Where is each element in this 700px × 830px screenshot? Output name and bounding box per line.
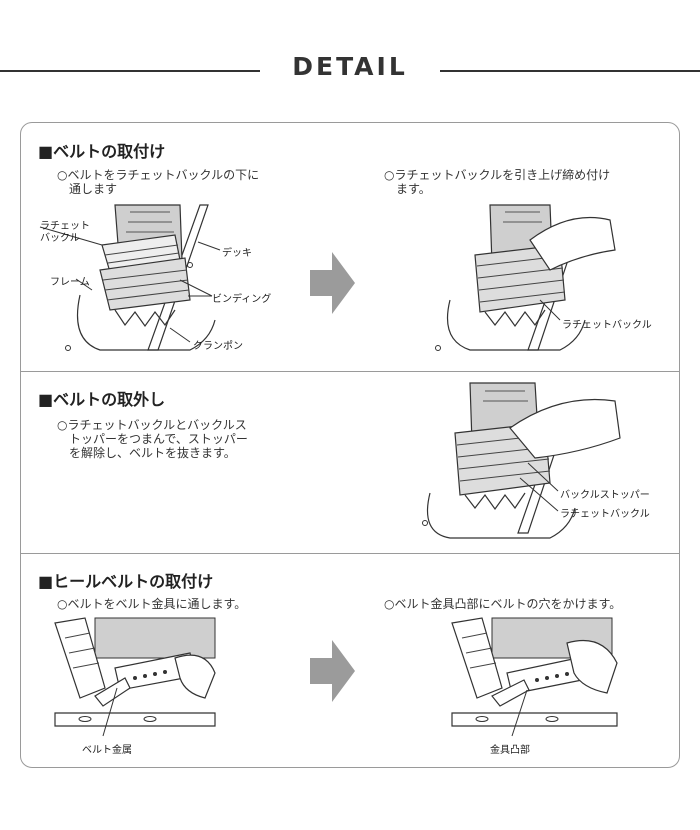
label-belt-metal: ベルト金属: [82, 745, 132, 756]
label-ratchet-buckle: ラチェット: [40, 221, 90, 232]
label-ratchet-buckle: ラチェットバックル: [562, 320, 652, 331]
binding-illustration-remove: [422, 382, 621, 539]
label-crampon: クランポン: [193, 341, 243, 352]
heel-belt-illustration-insert: [54, 617, 216, 737]
section-title-belt-attach: ■ベルトの取付け: [38, 142, 166, 161]
section-title-belt-remove: ■ベルトの取外し: [38, 390, 166, 409]
label-ratchet-buckle: バックル: [40, 233, 80, 244]
label-deck: デッキ: [222, 248, 252, 259]
step-note-line: トッパーをつまんで、ストッパー: [69, 432, 248, 446]
detail-panel: [20, 122, 680, 768]
step-note-line: ○ラチェットバックルとバックルス: [57, 418, 247, 432]
step-note-line: ○ベルト金具凸部にベルトの穴をかけます。: [384, 597, 622, 611]
section-divider-2: [21, 553, 679, 554]
heel-belt-illustration-hook: [451, 617, 618, 737]
label-binding: ビンディング: [212, 294, 272, 305]
header-rule-left: [0, 70, 260, 72]
step-note-line: ○ベルトをラチェットバックルの下に: [57, 168, 260, 182]
arrow-right-icon: [310, 640, 355, 702]
step-note-line: 通します: [69, 182, 118, 196]
step-note-line: を解除し、ベルトを抜きます。: [69, 446, 236, 460]
label-frame: フレーム: [50, 277, 90, 288]
header-rule-right: [440, 70, 700, 72]
binding-illustration-attach: [39, 204, 221, 351]
label-ratchet-buckle: ラチェットバックル: [560, 509, 650, 520]
step-note-line: ○ベルトをベルト金具に通します。: [57, 597, 247, 611]
page-title: DETAIL: [292, 52, 408, 81]
step-note-line: ます。: [396, 182, 431, 196]
step-note-line: ○ラチェットバックルを引き上げ締め付け: [384, 168, 611, 182]
binding-illustration-tighten: [435, 204, 616, 351]
section-title-heel-belt: ■ヒールベルトの取付け: [38, 572, 214, 591]
arrow-right-icon: [310, 252, 355, 314]
label-buckle-stopper: バックルストッパー: [560, 490, 650, 501]
section-divider-1: [21, 371, 679, 372]
label-protrusion: 金具凸部: [490, 745, 530, 756]
